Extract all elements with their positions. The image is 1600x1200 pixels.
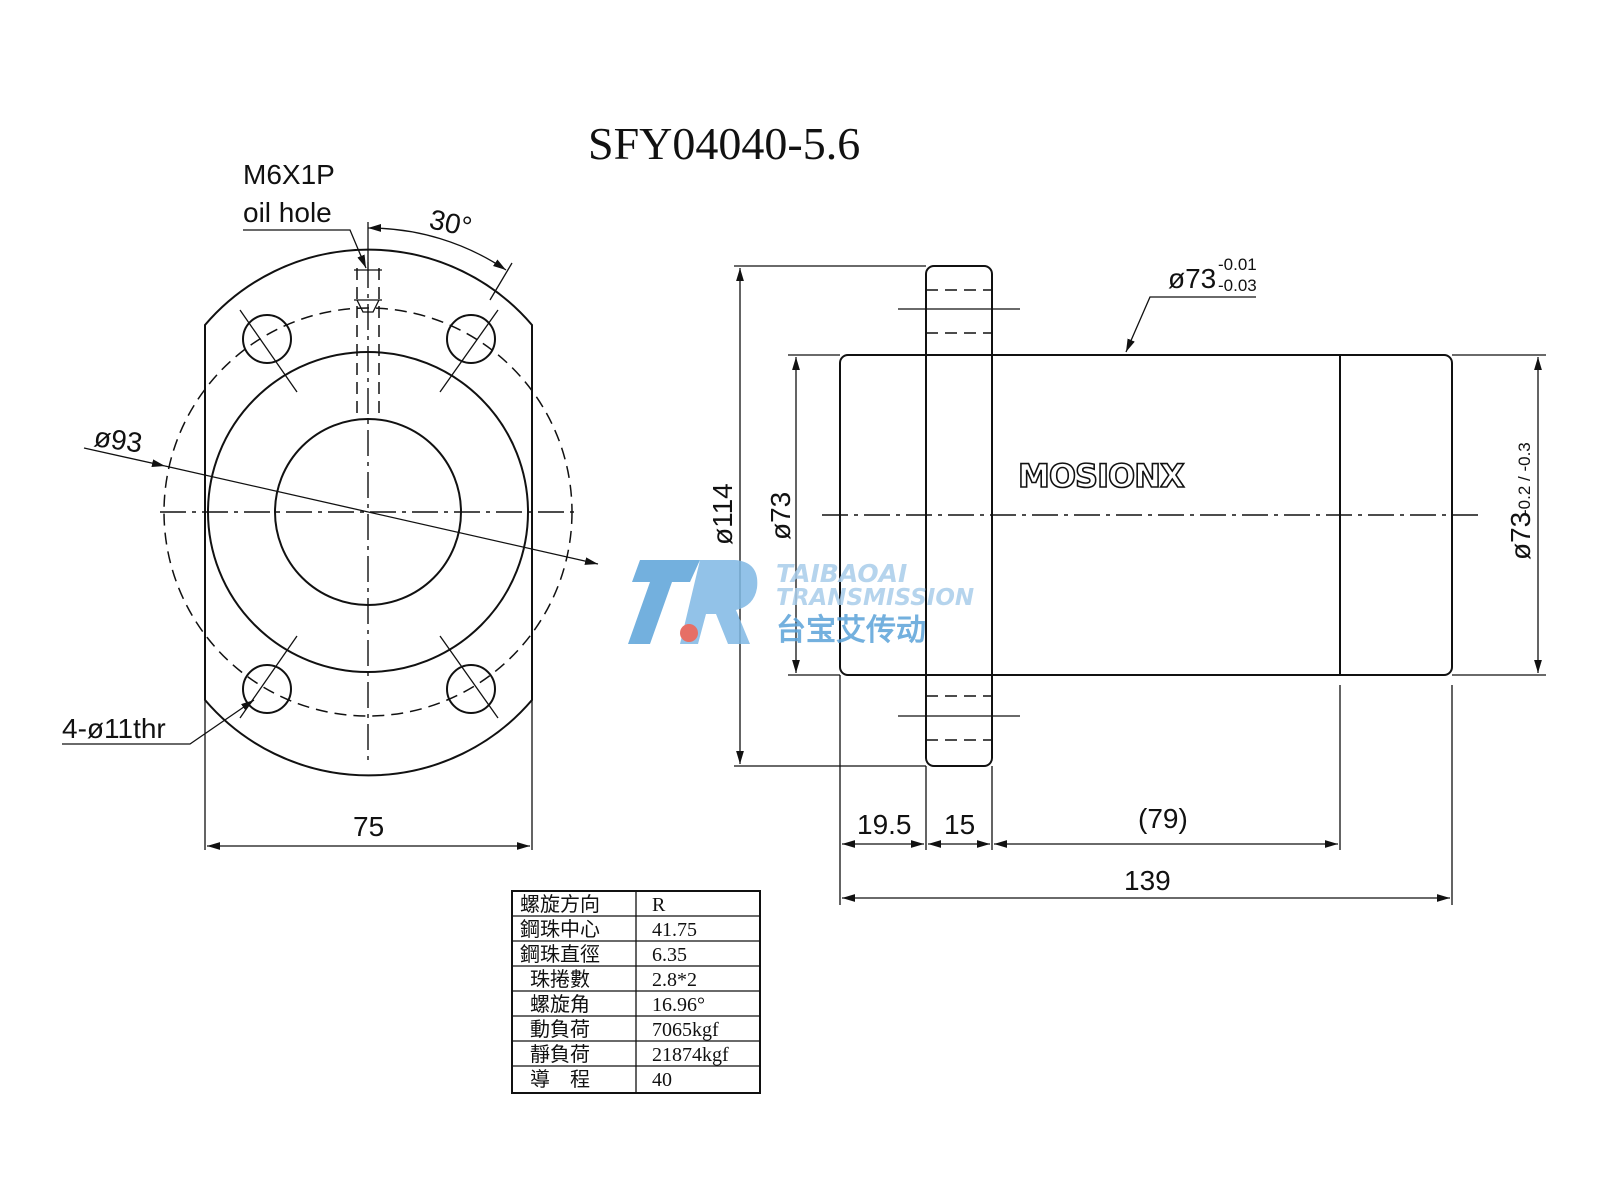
table-row-3-label: 珠捲數 [530,968,590,991]
dim-15: 15 [944,809,975,840]
table-row-6-value: 21874kgf [652,1044,729,1066]
flange-side [925,265,993,767]
table-row-0-label: 螺旋方向 [520,893,600,916]
table-row-5-label: 動負荷 [530,1018,590,1041]
bolt-hole-top-right [446,314,496,364]
dim-overall: 139 [1124,865,1171,896]
watermark-line2: TRANSMISSION [776,585,974,611]
tol-lower: -0.03 [1218,276,1257,295]
table-row-5-value: 7065kgf [652,1019,719,1041]
watermark-cn: 台宝艾传动 [776,613,926,648]
brand-logo: MOSIONX [1018,457,1185,495]
table-row-1-label: 鋼珠中心 [520,918,600,941]
dim-flange-dia: ø114 [707,483,738,545]
watermark: TAIBAOAI TRANSMISSION 台宝艾传动 [628,559,974,648]
table-row-6-label: 靜負荷 [530,1043,590,1066]
table-row-4-label: 螺旋角 [530,993,590,1016]
table-row-4-value: 16.96° [652,994,705,1016]
table-row-7-value: 40 [652,1069,672,1091]
tol-upper: -0.01 [1218,255,1257,274]
bolt-hole-bottom-left [242,664,292,714]
dim-right-tol: -0.2 / -0.3 [1515,442,1534,515]
dim-right-dia: ø73 [1505,512,1536,560]
dim-holes: 4-ø11thr [62,713,166,744]
front-view: 75 ø93 4-ø11thr M6X1P oil hole 30° [62,159,599,850]
dim-79: (79) [1138,803,1188,834]
table-row-1-value: 41.75 [652,919,697,941]
dim-width: 75 [353,811,384,842]
dim-body-tol: ø73 [1168,263,1216,294]
drawing-title: SFY04040-5.6 [588,118,860,169]
table-row-2-value: 6.35 [652,944,687,966]
bolt-hole-top-left [242,314,292,364]
table-row-7-label: 導 程 [530,1068,590,1091]
dim-body-dia: ø73 [765,492,796,540]
oil-hole-label: oil hole [243,197,332,228]
watermark-logo-t [628,560,700,644]
bolt-hole-bottom-right [446,664,496,714]
watermark-logo-b [680,560,758,644]
spec-table: 螺旋方向 R 鋼珠中心 41.75 鋼珠直徑 6.35 珠捲數 2.8*2 螺旋… [511,890,761,1094]
oil-hole-thread: M6X1P [243,159,335,190]
watermark-dot [680,624,698,642]
side-view: MOSIONX ø114 ø73 ø73 -0.2 / -0.3 ø73 -0.… [707,255,1546,905]
watermark-line1: TAIBAOAI [776,559,907,588]
table-row-2-label: 鋼珠直徑 [520,943,600,966]
dim-bolt-circle: ø93 [92,421,144,458]
dim-19-5: 19.5 [857,809,912,840]
table-row-0-value: R [652,894,666,916]
table-row-3-value: 2.8*2 [652,969,697,991]
